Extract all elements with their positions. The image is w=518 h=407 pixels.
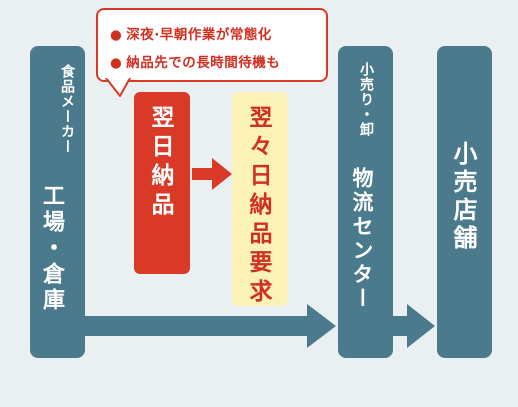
two-day-delivery-demand-box: 翌々日納品要求 bbox=[232, 92, 288, 308]
two-day-delivery-demand-label: 翌々日納品要求 bbox=[245, 105, 271, 308]
next-day-delivery-label: 翌日納品 bbox=[147, 105, 173, 221]
retail-store-column: 小売店舗 bbox=[437, 46, 492, 358]
arrow-right-icon bbox=[393, 304, 435, 348]
arrow-right-icon bbox=[85, 304, 336, 348]
next-day-delivery-box: 翌日納品 bbox=[134, 92, 190, 274]
manufacturer-sub-label: 食品メーカー bbox=[59, 64, 75, 154]
distribution-center-column: 小売り・卸 物流センター bbox=[338, 46, 393, 358]
distribution-center-sub-label: 小売り・卸 bbox=[358, 62, 374, 137]
manufacturer-main-label: 工場・倉庫 bbox=[39, 184, 64, 314]
problem-callout: ●深夜·早朝作業が常態化 ●納品先での長時間待機も bbox=[96, 8, 328, 82]
callout-bullet: ●深夜·早朝作業が常態化 bbox=[110, 23, 272, 43]
red-dot-icon: ● bbox=[110, 55, 123, 71]
retail-store-label: 小売店舗 bbox=[449, 141, 477, 253]
manufacturer-column: 食品メーカー 工場・倉庫 bbox=[30, 46, 85, 358]
callout-bullet-text: 納品先での長時間待機も bbox=[126, 55, 281, 71]
callout-bullet: ●納品先での長時間待機も bbox=[110, 51, 280, 71]
callout-bullet-text: 深夜·早朝作業が常態化 bbox=[126, 27, 272, 43]
arrow-right-icon bbox=[192, 158, 232, 190]
distribution-center-main-label: 物流センター bbox=[350, 167, 374, 311]
callout-tail bbox=[105, 78, 131, 97]
red-dot-icon: ● bbox=[110, 27, 123, 43]
